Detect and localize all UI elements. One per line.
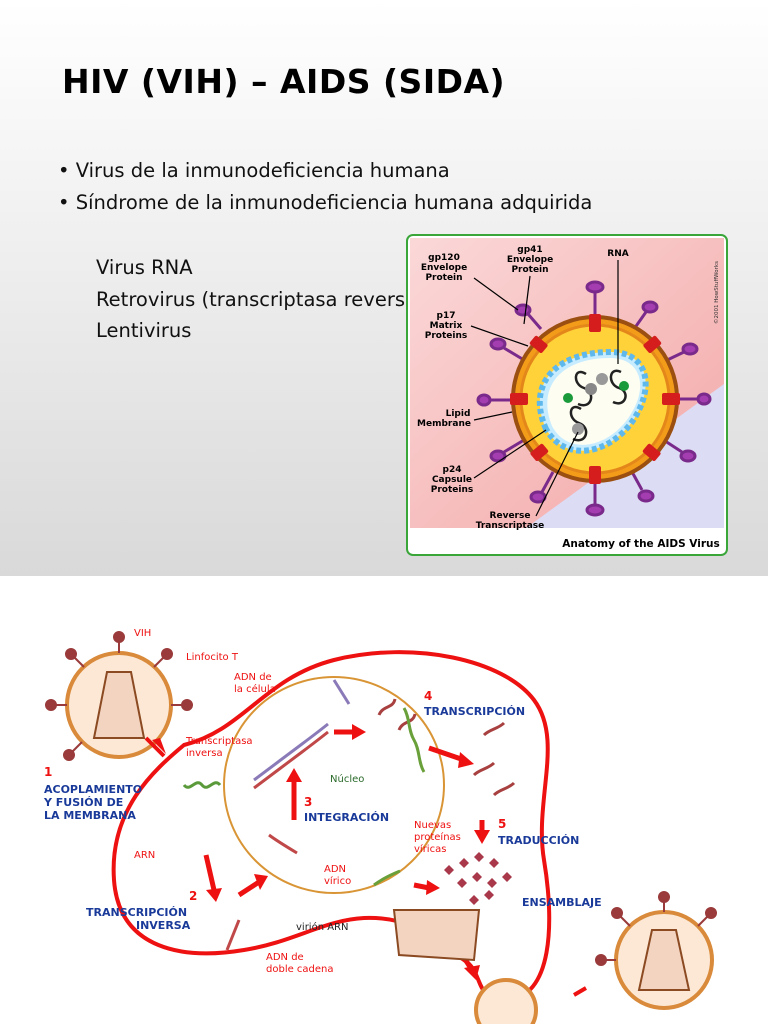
gp120-label: gp120: [428, 253, 460, 263]
virion-label: virión ARN: [296, 921, 349, 933]
svg-text:proteínas: proteínas: [414, 831, 461, 843]
sub-list: Virus RNA Retrovirus (transcriptasa reve…: [96, 252, 425, 347]
adn-virico-label: ADN: [324, 864, 346, 875]
svg-text:LA MEMBRANA: LA MEMBRANA: [44, 809, 136, 822]
rna-label: RNA: [607, 249, 628, 259]
p24-label: p24: [443, 465, 462, 475]
sub-item: Retrovirus (transcriptasa reversa): [96, 287, 425, 311]
slide-title: HIV (VIH) – AIDS (SIDA): [62, 62, 506, 101]
released-virus: [614, 910, 714, 1010]
svg-text:Y FUSIÓN DE: Y FUSIÓN DE: [43, 796, 123, 809]
step-2-number: 2: [189, 889, 197, 903]
svg-text:Transcriptase: Transcriptase: [476, 521, 545, 531]
svg-text:Protein: Protein: [425, 273, 462, 283]
hiv-anatomy-figure: gp120 Envelope Protein gp41 Envelope Pro…: [406, 234, 728, 556]
transcriptasa-label: Transcriptasa: [185, 736, 253, 747]
svg-text:Membrane: Membrane: [417, 419, 471, 429]
step-3-label: INTEGRACIÓN: [304, 811, 389, 824]
svg-text:Envelope: Envelope: [507, 255, 553, 265]
svg-text:doble cadena: doble cadena: [266, 964, 334, 975]
p17-label: p17: [437, 311, 456, 321]
linfocito-label: Linfocito T: [186, 652, 239, 663]
figure-caption: Anatomy of the AIDS Virus: [562, 538, 719, 550]
bullet-list: Virus de la inmunodeficiencia humana Sín…: [58, 155, 593, 219]
sub-item: Virus RNA: [96, 256, 193, 279]
step-2-label: TRANSCRIPCIÓN: [86, 906, 187, 919]
step-3-number: 3: [304, 795, 312, 809]
assembling-virion: [392, 909, 481, 962]
svg-text:la célula: la célula: [234, 683, 276, 695]
copyright-text: ©2001 HowStuffWorks: [713, 261, 720, 324]
gp41-label: gp41: [517, 245, 542, 255]
vih-label: VIH: [134, 628, 151, 639]
svg-text:Capsule: Capsule: [432, 475, 472, 485]
svg-text:Proteins: Proteins: [425, 331, 467, 341]
sub-item: Lentivirus: [96, 319, 192, 342]
bullet-item: Virus de la inmunodeficiencia humana: [58, 155, 592, 187]
budding-virus: [474, 978, 538, 1024]
svg-text:Proteins: Proteins: [431, 485, 473, 495]
hiv-lifecycle-figure: VIH Linfocito T ADN de la célula Transcr…: [34, 620, 740, 1024]
step-5-label: TRADUCCIÓN: [498, 834, 579, 847]
nucleo-label: Núcleo: [330, 773, 364, 785]
rt-label: Reverse: [490, 511, 531, 521]
step-4-label: TRANSCRIPCIÓN: [424, 705, 525, 718]
step-1-number: 1: [44, 765, 52, 779]
svg-text:Matrix: Matrix: [430, 321, 463, 331]
step-6-label: ENSAMBLAJE: [522, 896, 602, 909]
process-arrows: [144, 724, 588, 997]
svg-text:Envelope: Envelope: [421, 263, 467, 273]
step-5-number: 5: [498, 817, 506, 831]
svg-text:vírico: vírico: [324, 875, 351, 887]
svg-text:víricas: víricas: [414, 843, 446, 855]
svg-text:inversa: inversa: [186, 748, 223, 759]
nuevas-proteinas-label: Nuevas: [414, 820, 451, 831]
new-viral-proteins: [444, 852, 512, 905]
adn-doble-label: ADN de: [266, 952, 304, 963]
adn-celula-label: ADN de: [234, 672, 272, 683]
nucleus: [223, 676, 445, 894]
bullet-item: Síndrome de la inmunodeficiencia humana …: [58, 187, 593, 219]
svg-text:INVERSA: INVERSA: [136, 919, 191, 932]
svg-text:Protein: Protein: [511, 265, 548, 275]
step-4-number: 4: [424, 689, 432, 703]
lipid-label: Lipid: [446, 409, 471, 419]
step-1-label: ACOPLAMIENTO: [44, 783, 142, 796]
arn-label: ARN: [134, 850, 155, 861]
